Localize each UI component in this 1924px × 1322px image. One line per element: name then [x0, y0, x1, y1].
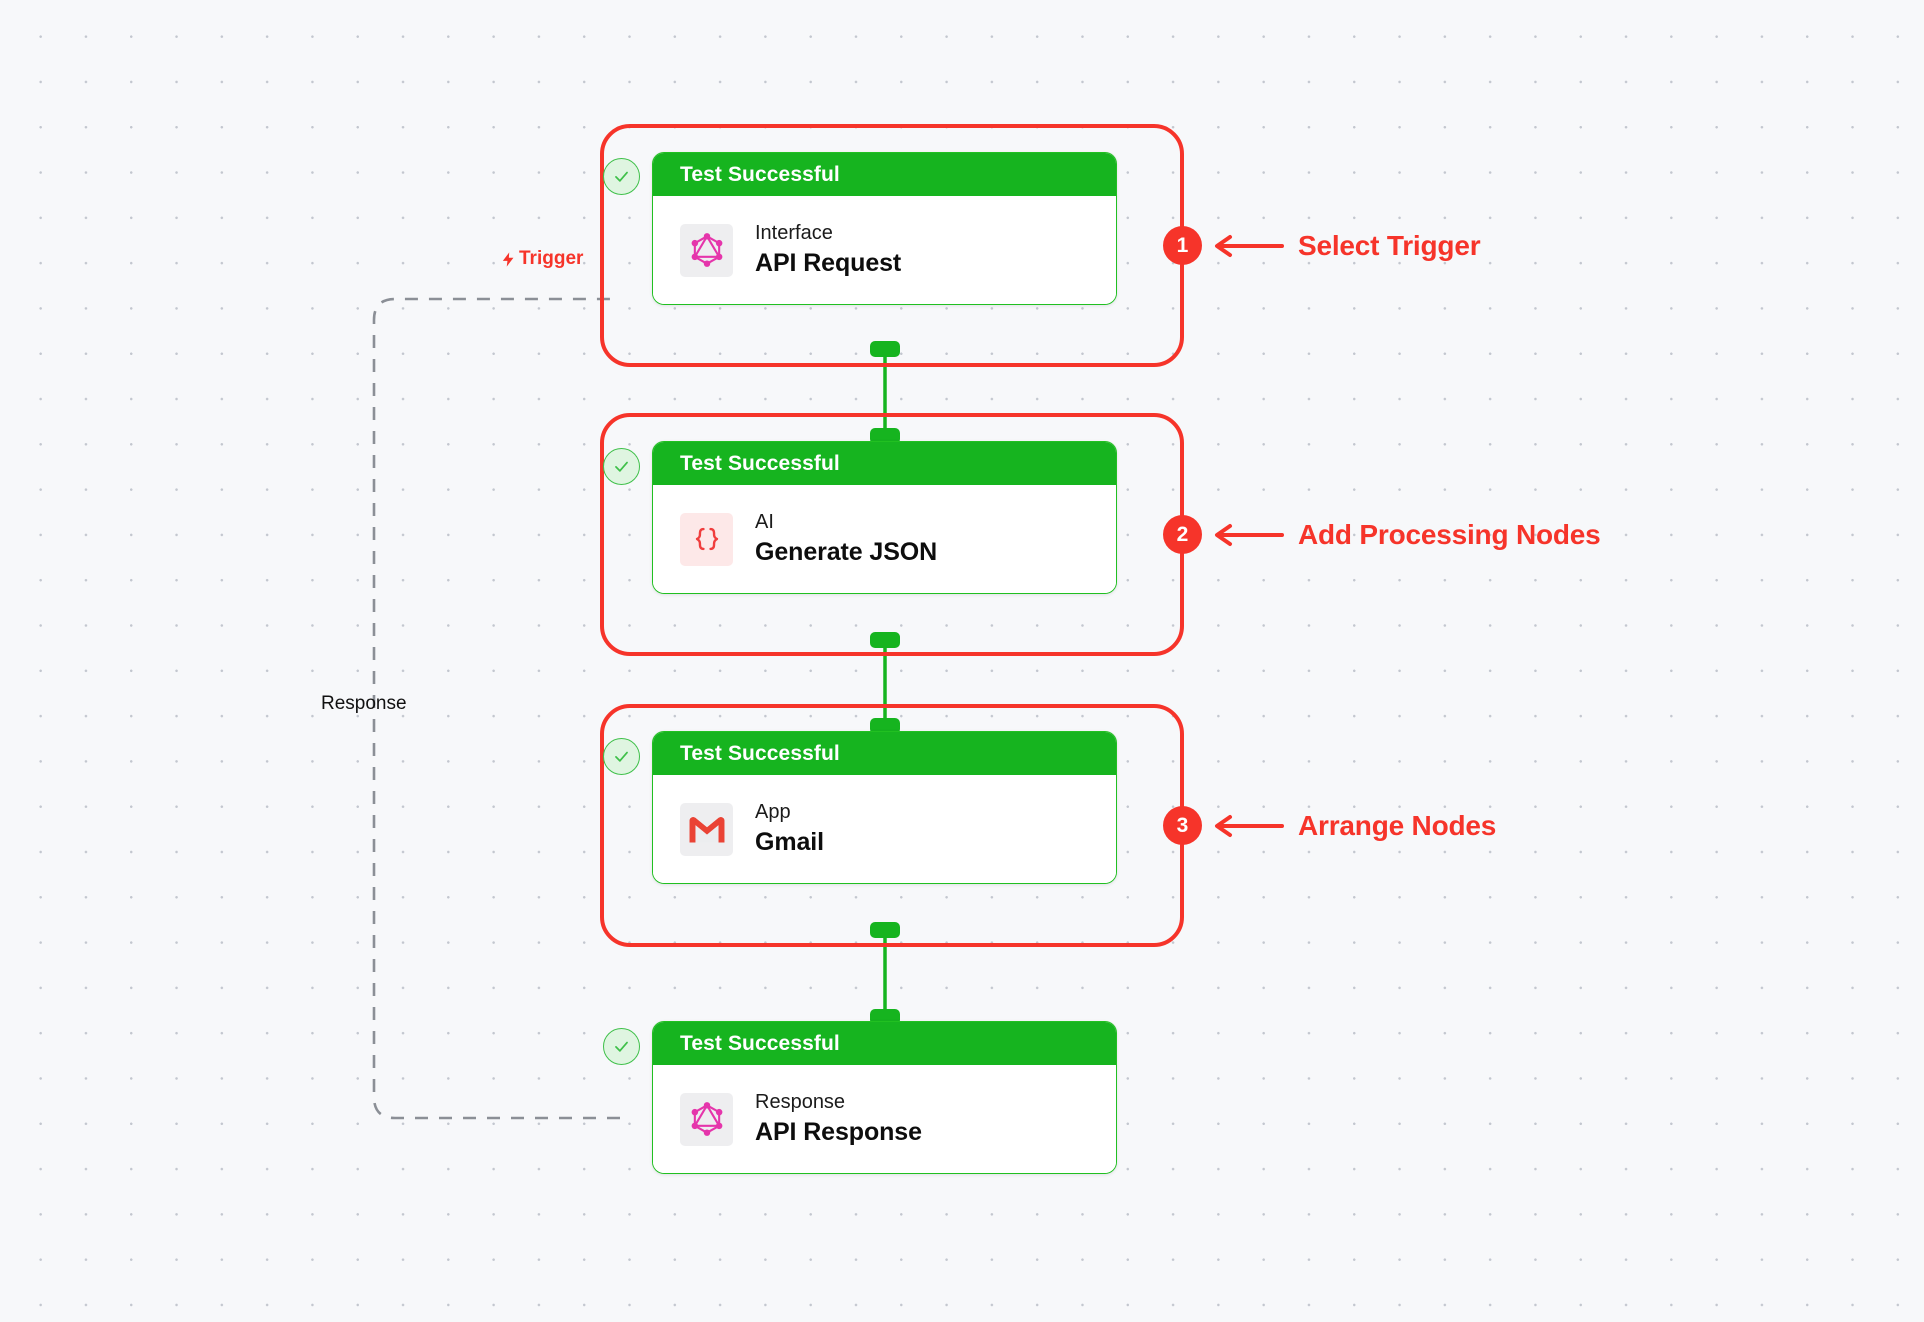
node-output-handle-api-request[interactable] — [870, 341, 900, 357]
node-api-response[interactable]: Test Successful — [652, 1021, 1117, 1174]
node-api-request[interactable]: Test Successful — [652, 152, 1117, 305]
node-header-api-request: Test Successful — [653, 153, 1116, 196]
arrow-left-icon — [1215, 234, 1284, 257]
edge-label-trigger: Trigger — [500, 248, 583, 270]
node-input-handle-generate-json[interactable] — [870, 428, 900, 444]
edge-label-response: Response — [321, 693, 407, 715]
annotation-marker-number: 1 — [1163, 226, 1202, 265]
annotation-marker-label: Arrange Nodes — [1298, 809, 1497, 841]
node-status-label: Test Successful — [680, 451, 840, 475]
node-status-check-badge-3 — [603, 738, 640, 775]
node-output-handle-generate-json[interactable] — [870, 632, 900, 648]
node-status-label: Test Successful — [680, 1031, 840, 1055]
node-status-check-badge-2 — [603, 448, 640, 485]
check-icon — [615, 461, 628, 472]
node-gmail[interactable]: Test Successful App Gmail — [652, 731, 1117, 884]
node-body-generate-json: AI Generate JSON — [653, 485, 1116, 593]
node-status-check-badge-1 — [603, 158, 640, 195]
node-type-label: Interface — [755, 222, 833, 245]
json-braces-icon — [680, 512, 733, 566]
arrow-left-icon — [1215, 814, 1284, 837]
gmail-icon — [680, 802, 733, 856]
edge-label-trigger-text: Trigger — [519, 248, 584, 269]
node-text-generate-json: AI Generate JSON — [755, 511, 937, 567]
annotation-marker-number: 2 — [1163, 515, 1202, 554]
node-name-label: Generate JSON — [755, 538, 938, 567]
node-input-handle-gmail[interactable] — [870, 718, 900, 734]
annotation-marker-number: 3 — [1163, 806, 1202, 845]
check-icon — [615, 171, 628, 182]
annotation-marker-1: 1 Select Trigger — [1163, 226, 1481, 265]
node-body-api-response: Response API Response — [653, 1065, 1116, 1173]
node-name-label: API Response — [755, 1118, 922, 1147]
edge-label-response-text: Response — [321, 693, 407, 714]
edge-response-loop — [372, 297, 620, 1120]
node-body-gmail: App Gmail — [653, 775, 1116, 883]
node-text-api-request: Interface API Request — [755, 222, 901, 278]
node-type-label: App — [755, 801, 791, 824]
node-generate-json[interactable]: Test Successful AI Generate JSON — [652, 441, 1117, 594]
node-text-api-response: Response API Response — [755, 1091, 922, 1147]
check-icon — [615, 1041, 628, 1052]
lightning-bolt-icon — [502, 251, 514, 267]
node-name-label: API Request — [755, 249, 902, 278]
graphql-icon — [680, 223, 733, 277]
annotation-marker-2: 2 Add Processing Nodes — [1163, 515, 1601, 554]
annotation-marker-label: Add Processing Nodes — [1298, 518, 1601, 550]
node-name-label: Gmail — [755, 828, 824, 857]
node-type-label: Response — [755, 1091, 846, 1114]
arrow-left-icon — [1215, 523, 1284, 546]
annotation-marker-3: 3 Arrange Nodes — [1163, 806, 1496, 845]
node-status-label: Test Successful — [680, 741, 840, 765]
node-header-gmail: Test Successful — [653, 732, 1116, 775]
node-header-generate-json: Test Successful — [653, 442, 1116, 485]
annotation-marker-label: Select Trigger — [1298, 229, 1481, 261]
node-body-api-request: Interface API Request — [653, 196, 1116, 304]
node-status-label: Test Successful — [680, 162, 840, 186]
graphql-icon — [680, 1092, 733, 1146]
node-type-label: AI — [755, 511, 774, 534]
check-icon — [615, 751, 628, 762]
node-header-api-response: Test Successful — [653, 1022, 1116, 1065]
node-status-check-badge-4 — [603, 1028, 640, 1065]
node-output-handle-gmail[interactable] — [870, 922, 900, 938]
node-text-gmail: App Gmail — [755, 801, 824, 857]
